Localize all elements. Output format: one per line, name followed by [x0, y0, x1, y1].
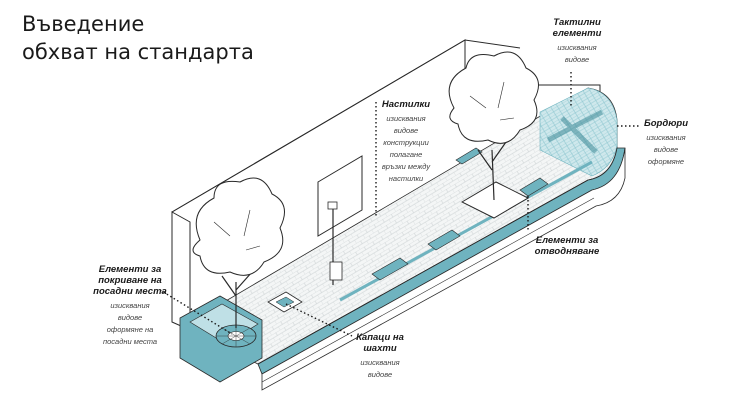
label-curbs-item: видове — [653, 145, 679, 154]
callout-lines — [159, 72, 640, 337]
tree-front — [192, 177, 285, 328]
label-pavements-item: конструкции — [383, 138, 429, 147]
tactile-cross — [546, 109, 604, 154]
slide-title: Въведение обхват на стандарта — [22, 10, 254, 66]
label-curbs-item: изисквания — [646, 133, 686, 142]
road-edge — [261, 147, 626, 391]
label-pavements-item: настилки — [388, 174, 424, 183]
label-drainage: Елементи за отводняване — [534, 235, 600, 257]
label-manholes-title-1: Капаци на — [356, 332, 404, 343]
label-tree-covers-item: оформяне на — [106, 325, 154, 334]
label-curbs-item: оформяне — [647, 157, 685, 166]
label-drainage-title-1: Елементи за — [535, 235, 599, 246]
label-pavements-item: изисквания — [386, 114, 426, 123]
label-tree-covers-item: изисквания — [110, 301, 150, 310]
label-tactile-item: изисквания — [557, 43, 597, 52]
tree-pit-square — [460, 181, 530, 219]
wall-top-edge — [171, 39, 521, 213]
label-drainage-title-2: отводняване — [534, 246, 600, 257]
label-manholes-title-2: шахти — [363, 343, 397, 354]
label-manholes-item: изисквания — [360, 358, 400, 367]
drainage-grate-3 — [519, 177, 549, 197]
label-tactile-title-2: елементи — [552, 28, 602, 39]
label-tree-covers-title-2: покриване на — [98, 275, 162, 286]
label-tree-covers-title-3: посадни места — [93, 286, 167, 297]
drainage-grate-4 — [455, 147, 483, 165]
label-curbs-title: Бордюри — [643, 118, 689, 129]
curb-top-line — [257, 179, 589, 365]
label-tree-covers-item: видове — [117, 313, 143, 322]
drainage-grate-2 — [427, 229, 461, 251]
label-tree-covers-title-1: Елементи за — [98, 264, 162, 275]
label-tactile-elements: Тактилни елементи изисквания видове — [546, 17, 608, 66]
doorway — [317, 155, 363, 237]
label-tactile-title-1: Тактилни — [553, 17, 601, 28]
label-pavements-item: видове — [393, 126, 419, 135]
label-manholes-item: видове — [367, 370, 393, 379]
building-end-wall — [171, 211, 191, 331]
callout-line-manholes — [285, 303, 353, 337]
label-pavements: Настилки изисквания видове конструкции п… — [374, 99, 438, 185]
label-manholes: Капаци на шахти изисквания видове — [352, 332, 408, 381]
label-curbs: Бордюри изисквания видове оформяне — [640, 118, 692, 168]
label-pavements-item: полагане — [389, 150, 423, 159]
label-pavements-item: връзки между — [381, 162, 431, 171]
title-line-2: обхват на стандарта — [22, 40, 254, 64]
label-pavements-title: Настилки — [381, 99, 431, 110]
road-edge-line — [261, 197, 595, 383]
tree-back — [448, 51, 539, 201]
label-tree-covers-item: посадни места — [102, 337, 158, 346]
label-tactile-item: видове — [564, 55, 590, 64]
manhole-cover — [267, 291, 303, 313]
title-line-1: Въведение — [22, 12, 145, 36]
label-tree-covers: Елементи за покриване на посадни места и… — [90, 264, 170, 348]
litter-bin — [329, 261, 343, 281]
drainage-grate-1 — [371, 257, 409, 281]
